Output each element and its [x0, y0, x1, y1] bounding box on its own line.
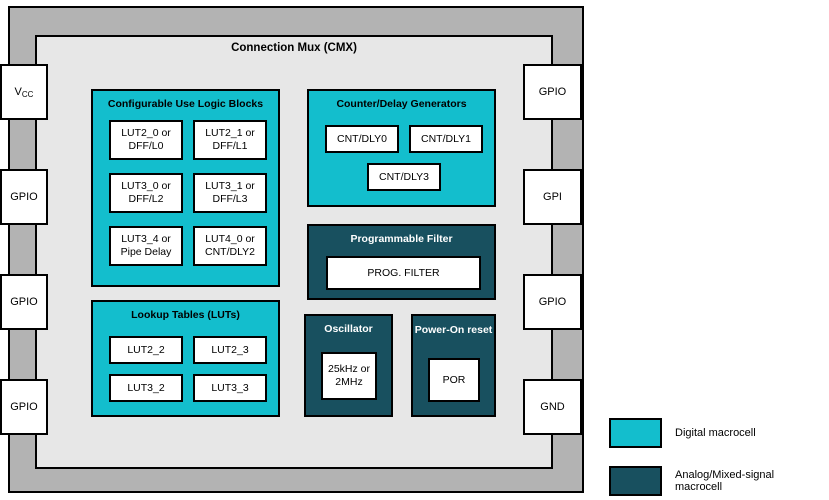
cell-lut4-0[interactable]: LUT4_0 or CNT/DLY2 — [193, 226, 267, 266]
pin-vcc[interactable]: VCC — [0, 64, 48, 120]
pin-gpio-left-1[interactable]: GPIO — [0, 169, 48, 225]
pin-label: GPIO — [538, 296, 567, 308]
block-title: Counter/Delay Generators — [336, 98, 467, 110]
legend-swatch-analog — [609, 466, 662, 496]
legend-label-digital: Digital macrocell — [675, 427, 756, 439]
pin-label: GPIO — [10, 296, 38, 308]
pin-gpio-right-2[interactable]: GPIO — [523, 274, 582, 330]
cell-lut2-3[interactable]: LUT2_3 — [193, 336, 267, 364]
block-title: Configurable Use Logic Blocks — [107, 98, 264, 110]
cell-cnt-dly3[interactable]: CNT/DLY3 — [367, 163, 441, 191]
pin-label: GPIO — [10, 191, 38, 203]
block-oscillator[interactable]: Oscillator 25kHz or 2MHz — [304, 314, 393, 417]
legend-label-analog: Analog/Mixed-signal macrocell — [675, 469, 775, 493]
legend: Digital macrocell Analog/Mixed-signal ma… — [609, 418, 824, 496]
block-title: Oscillator — [324, 323, 373, 335]
block-configurable-use-logic-blocks[interactable]: Configurable Use Logic Blocks LUT2_0 or … — [91, 89, 280, 287]
cell-oscillator-freq[interactable]: 25kHz or 2MHz — [321, 352, 377, 400]
block-power-on-reset[interactable]: Power-On reset POR — [411, 314, 496, 417]
pin-gpio-left-2[interactable]: GPIO — [0, 274, 48, 330]
pin-gnd[interactable]: GND — [523, 379, 582, 435]
block-counter-delay-generators[interactable]: Counter/Delay Generators CNT/DLY0 CNT/DL… — [307, 89, 496, 207]
cell-lut3-4[interactable]: LUT3_4 or Pipe Delay — [109, 226, 183, 266]
cell-cnt-dly0[interactable]: CNT/DLY0 — [325, 125, 399, 153]
cell-lut2-0[interactable]: LUT2_0 or DFF/L0 — [109, 120, 183, 160]
cell-cnt-dly1[interactable]: CNT/DLY1 — [409, 125, 483, 153]
pin-gpi-right[interactable]: GPI — [523, 169, 582, 225]
pin-label: GPIO — [10, 401, 38, 413]
cell-lut3-2[interactable]: LUT3_2 — [109, 374, 183, 402]
legend-swatch-digital — [609, 418, 662, 448]
cell-lut3-0[interactable]: LUT3_0 or DFF/L2 — [109, 173, 183, 213]
legend-row-analog: Analog/Mixed-signal macrocell — [609, 466, 824, 496]
block-title: Lookup Tables (LUTs) — [131, 309, 240, 321]
pin-label: GPIO — [538, 86, 567, 98]
connection-mux-title: Connection Mux (CMX) — [231, 42, 357, 54]
block-title: Programmable Filter — [350, 233, 453, 245]
cell-lut3-1[interactable]: LUT3_1 or DFF/L3 — [193, 173, 267, 213]
pin-gpio-left-3[interactable]: GPIO — [0, 379, 48, 435]
block-lookup-tables[interactable]: Lookup Tables (LUTs) LUT2_2 LUT2_3 LUT3_… — [91, 300, 280, 417]
cell-lut2-1[interactable]: LUT2_1 or DFF/L1 — [193, 120, 267, 160]
pin-vcc-label: VCC — [14, 86, 34, 99]
pin-label: GND — [540, 401, 565, 413]
block-programmable-filter[interactable]: Programmable Filter PROG. FILTER — [307, 224, 496, 300]
pin-label: GPI — [543, 191, 562, 203]
legend-row-digital: Digital macrocell — [609, 418, 824, 448]
cell-prog-filter[interactable]: PROG. FILTER — [326, 256, 481, 290]
block-title: Power-On reset — [414, 324, 493, 336]
cell-por[interactable]: POR — [428, 358, 480, 402]
pin-gpio-right-1[interactable]: GPIO — [523, 64, 582, 120]
cell-lut3-3[interactable]: LUT3_3 — [193, 374, 267, 402]
cell-lut2-2[interactable]: LUT2_2 — [109, 336, 183, 364]
